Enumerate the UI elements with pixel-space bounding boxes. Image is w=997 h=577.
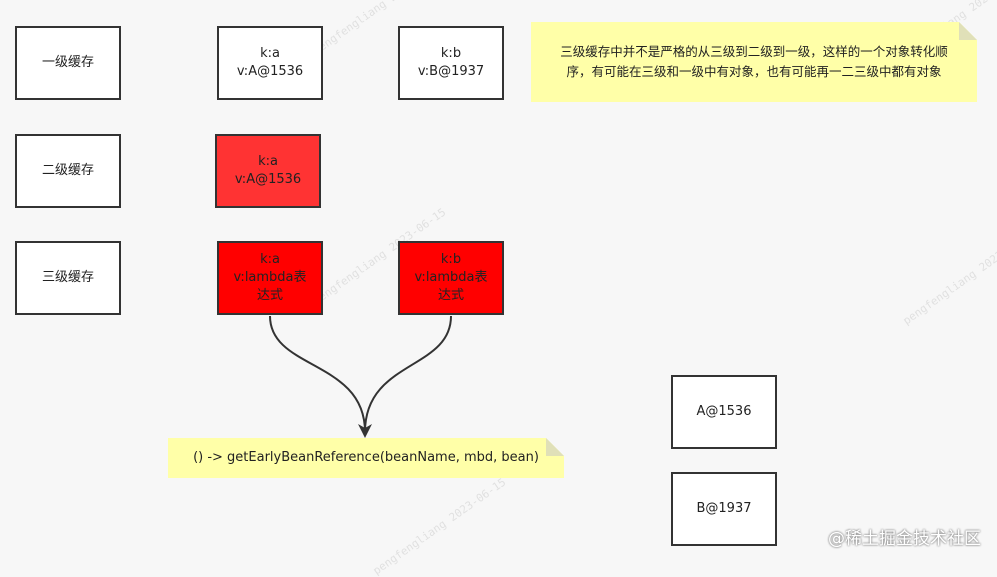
arrow-from-entry-b	[364, 315, 452, 433]
entry-value-line1: v:lambda表	[233, 270, 307, 285]
entry-value: v:A@1536	[234, 172, 302, 187]
entry-value: v:A@1536	[236, 64, 304, 79]
entry-value-line1: v:lambda表	[414, 270, 488, 285]
level2-label-text: 二级缓存	[41, 163, 94, 178]
object-b[interactable]: B@1937	[671, 472, 777, 546]
level2-entry-a[interactable]: k:a v:A@1536	[215, 134, 321, 208]
entry-value: v:B@1937	[417, 64, 485, 79]
level3-entry-a[interactable]: k:a v:lambda表 达式	[217, 241, 323, 315]
arrow-head	[358, 424, 372, 438]
connector-arrows	[269, 315, 452, 438]
level2-label[interactable]: 二级缓存	[15, 134, 121, 208]
level3-label[interactable]: 三级缓存	[15, 241, 121, 315]
level3-label-text: 三级缓存	[41, 270, 94, 285]
note-lambda[interactable]: () -> getEarlyBeanReference(beanName, mb…	[168, 438, 564, 478]
entry-value-line2: 达式	[256, 288, 283, 303]
entry-key: k:b	[440, 46, 462, 61]
level1-entry-a[interactable]: k:a v:A@1536	[217, 26, 323, 100]
entry-key: k:a	[260, 46, 280, 61]
note-top-line2: 序，有可能在三级和一级中有对象，也有可能再一二三级中都有对象	[566, 64, 942, 79]
note-lambda-text: () -> getEarlyBeanReference(beanName, mb…	[193, 450, 539, 465]
entry-key: k:a	[260, 252, 280, 267]
object-a[interactable]: A@1536	[671, 375, 777, 449]
note-top-line1: 三级缓存中并不是严格的从三级到二级到一级，这样的一个对象转化顺	[560, 44, 948, 59]
object-a-label: A@1536	[696, 404, 752, 419]
entry-value-line2: 达式	[437, 288, 464, 303]
note-top[interactable]: 三级缓存中并不是严格的从三级到二级到一级，这样的一个对象转化顺 序，有可能在三级…	[531, 22, 977, 102]
object-b-label: B@1937	[696, 501, 752, 516]
arrow-from-entry-a	[269, 315, 366, 433]
level1-label[interactable]: 一级缓存	[15, 26, 121, 100]
brand-watermark: @稀土掘金技术社区	[828, 529, 981, 549]
level1-entry-b[interactable]: k:b v:B@1937	[398, 26, 504, 100]
level3-entry-b[interactable]: k:b v:lambda表 达式	[398, 241, 504, 315]
entry-key: k:b	[440, 252, 462, 267]
level1-label-text: 一级缓存	[41, 55, 94, 70]
entry-key: k:a	[258, 154, 278, 169]
